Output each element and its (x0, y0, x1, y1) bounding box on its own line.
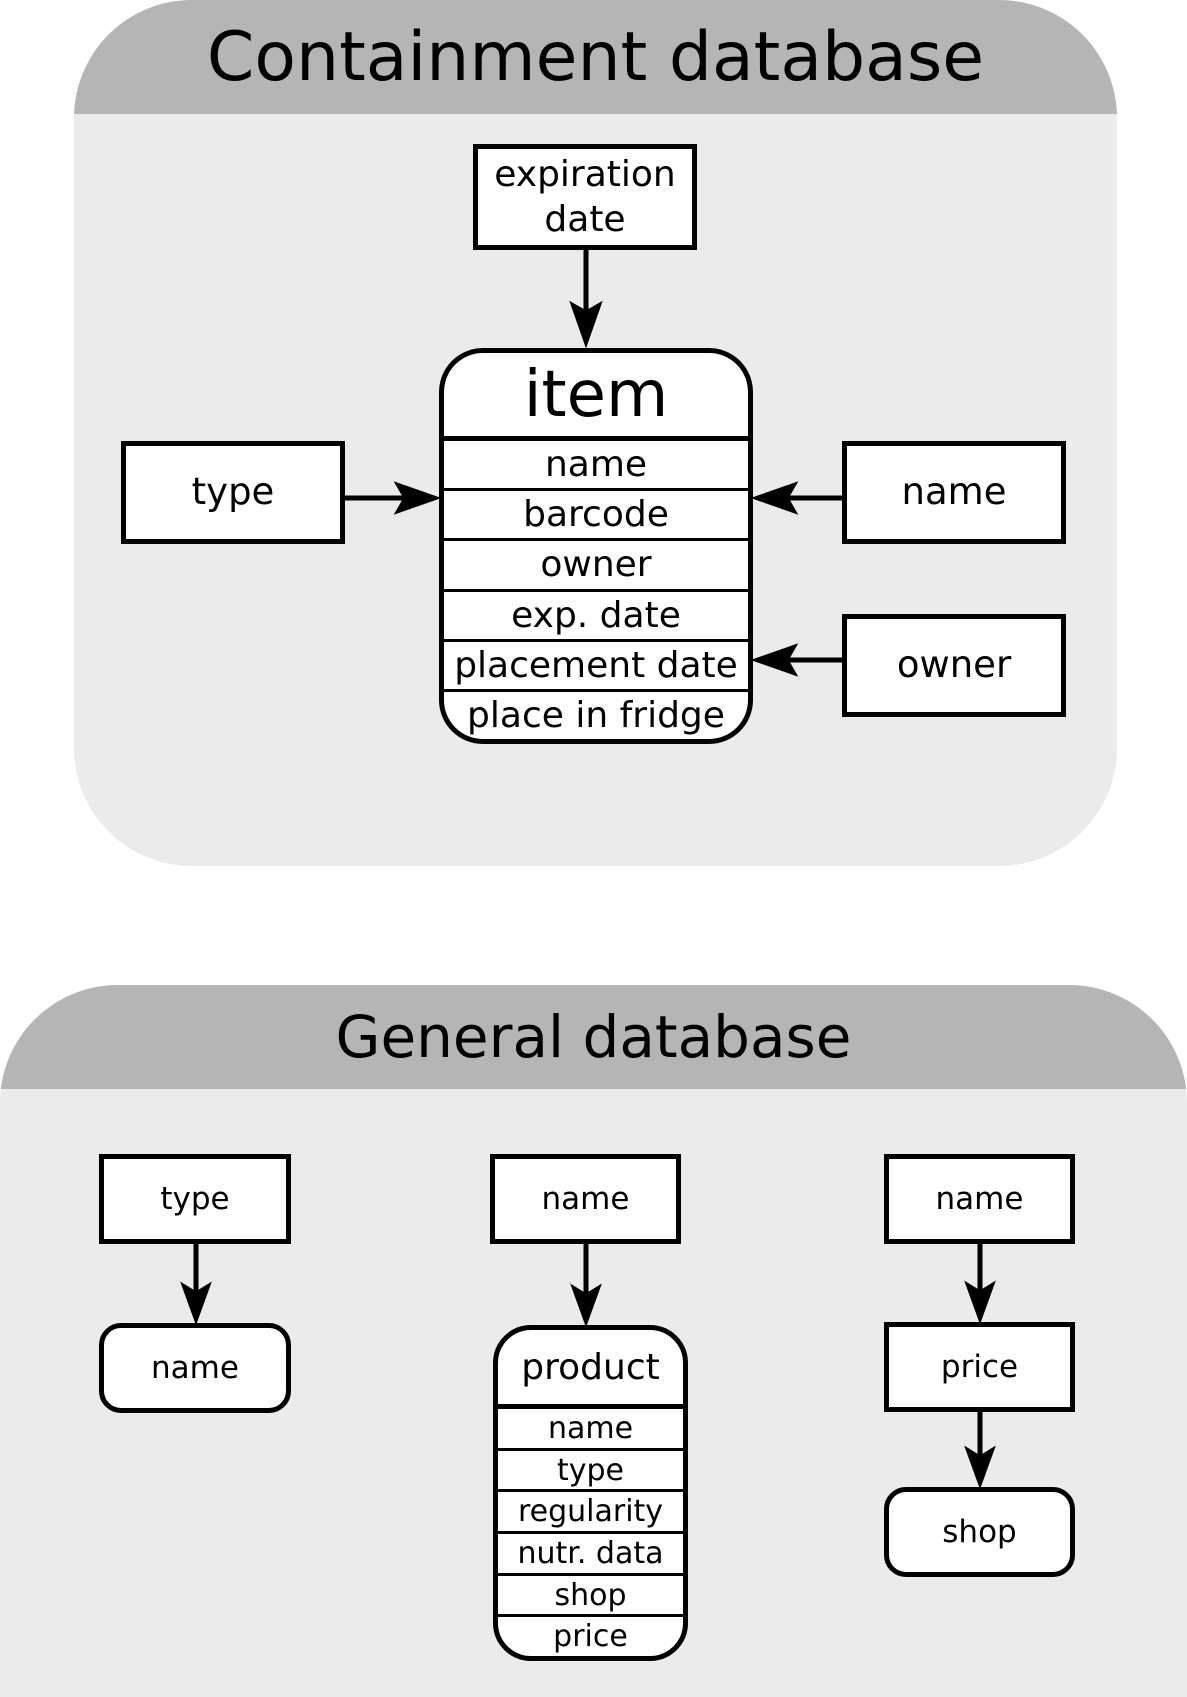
item-field-place-in-fridge: place in fridge (444, 688, 748, 739)
name-box: name (842, 441, 1066, 544)
general-product-name-box: name (490, 1154, 681, 1244)
arrow-general-name-to-price (964, 1244, 996, 1325)
arrow-price-to-shop (964, 1412, 996, 1490)
product-field-shop: shop (498, 1572, 683, 1615)
arrow-owner-to-item (750, 643, 842, 677)
arrow-general-type-to-name (180, 1244, 212, 1326)
item-entity: item name barcode owner exp. date placem… (439, 348, 753, 744)
general-type-name-box: name (99, 1323, 291, 1413)
expiration-date-box: expiration date (473, 144, 697, 250)
product-field-regularity: regularity (498, 1489, 683, 1531)
item-field-placement-date: placement date (444, 638, 748, 689)
general-shop-box: shop (884, 1487, 1075, 1577)
item-field-name: name (444, 436, 748, 488)
product-entity-title: product (521, 1346, 660, 1388)
general-price-name-box: name (884, 1154, 1075, 1244)
owner-box: owner (842, 614, 1066, 717)
item-field-owner: owner (444, 538, 748, 588)
product-field-price: price (498, 1614, 683, 1656)
product-entity: product name type regularity nutr. data … (493, 1325, 688, 1661)
product-field-type: type (498, 1447, 683, 1490)
arrow-name-to-item (750, 481, 842, 515)
product-field-name: name (498, 1404, 683, 1448)
general-type-box: type (99, 1154, 291, 1244)
arrow-type-to-item (345, 481, 442, 515)
general-database-title: General database (0, 985, 1187, 1089)
item-entity-title: item (523, 357, 669, 432)
containment-database-title: Containment database (74, 0, 1117, 114)
type-box: type (121, 441, 345, 544)
item-field-exp-date: exp. date (444, 588, 748, 639)
arrow-general-name-to-product (570, 1244, 602, 1328)
item-field-barcode: barcode (444, 488, 748, 538)
general-price-box: price (884, 1322, 1075, 1412)
arrow-expiration-to-item (569, 250, 603, 349)
product-field-nutr-data: nutr. data (498, 1531, 683, 1573)
